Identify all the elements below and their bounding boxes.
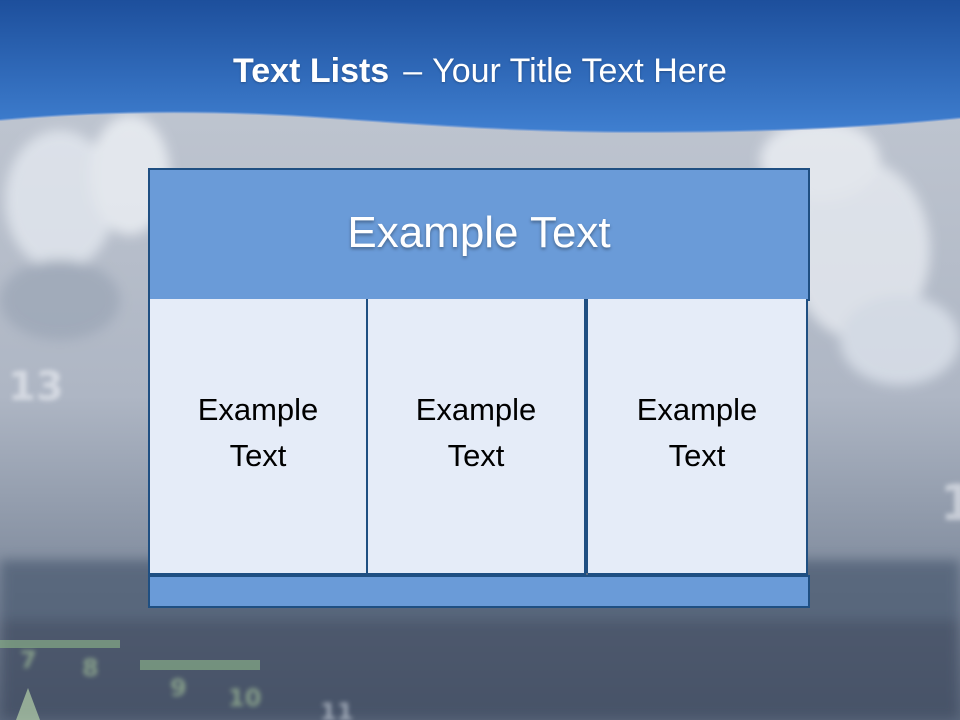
column-1-line-2: Text [229, 438, 287, 473]
svg-text:7: 7 [20, 646, 37, 674]
diagram-header-text: Example Text [347, 207, 611, 257]
slide-title: Text Lists–Your Title Text Here [0, 52, 960, 91]
svg-text:13: 13 [8, 364, 64, 410]
svg-text:1: 1 [940, 474, 960, 532]
column-2-line-2: Text [447, 438, 505, 473]
column-2-line-1: Example [415, 392, 537, 427]
diagram-header-box[interactable]: Example Text [148, 168, 810, 301]
column-1-line-1: Example [197, 392, 319, 427]
svg-text:8: 8 [82, 654, 99, 682]
column-3-line-1: Example [636, 392, 758, 427]
svg-text:11: 11 [320, 698, 353, 720]
title-bold-text: Text Lists [233, 52, 390, 90]
svg-text:10: 10 [228, 684, 261, 712]
diagram-footer-bar[interactable] [148, 575, 810, 608]
column-3-line-2: Text [668, 438, 726, 473]
title-subtext: Your Title Text Here [432, 52, 727, 90]
svg-text:9: 9 [170, 674, 187, 702]
title-separator: – [403, 52, 423, 90]
